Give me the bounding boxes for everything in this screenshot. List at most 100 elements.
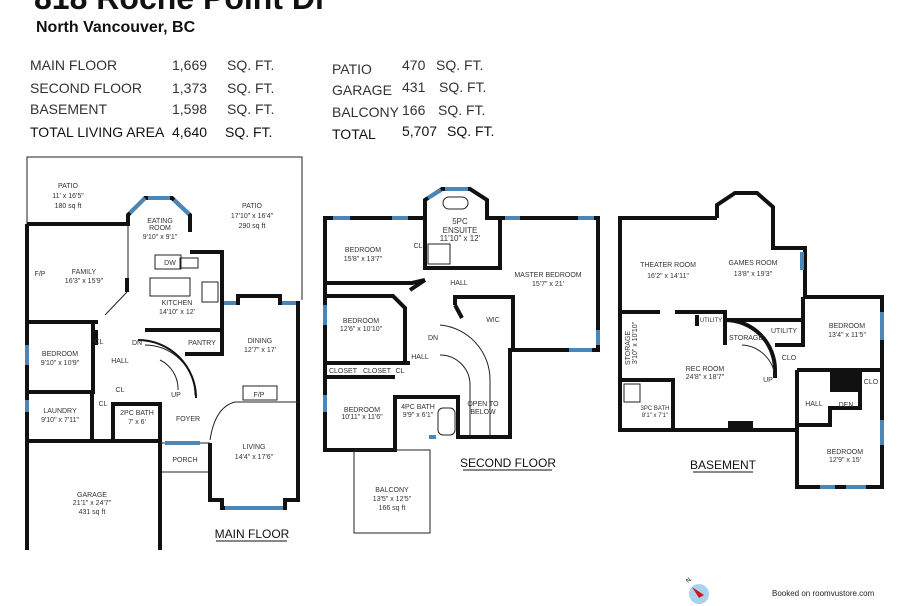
room-dims: 9'9" x 6'1": [403, 412, 434, 419]
room-dims: 12'6" x 10'10": [340, 326, 383, 333]
room-dims: 12'9" x 15': [829, 457, 861, 464]
room-name: LAUNDRY: [43, 408, 77, 415]
second-floor-labels: BEDROOM 15'8" x 13'7" 5PC ENSUITE 11'10"…: [329, 217, 582, 512]
property-address: 818 Roche Point Dr: [34, 0, 327, 17]
room-name: BEDROOM: [829, 323, 865, 330]
main-floor-labels: PATIO 11' x 16'5" 180 sq ft PATIO 17'10"…: [35, 183, 290, 542]
utility-label: UTILITY: [700, 318, 722, 324]
room-dims: 14'10" x 12': [159, 309, 195, 316]
den-label: DEN: [839, 402, 854, 409]
room-dims: 24'8" x 18'7": [686, 374, 725, 381]
area-unit: SQ. FT.: [447, 123, 495, 139]
room-name: BEDROOM: [345, 247, 381, 254]
room-name: THEATER ROOM: [640, 262, 696, 269]
basement-plan: [618, 191, 884, 489]
open-to-below-label: BELOW: [470, 409, 496, 416]
area-label: MAIN FLOOR: [30, 57, 118, 73]
room-dims: 11'10" x 12': [440, 234, 481, 243]
room-name: 4PC BATH: [401, 404, 435, 411]
stairs-up-label: UP: [171, 392, 181, 399]
utility-label: UTILITY: [771, 328, 797, 335]
room-name: LIVING: [243, 444, 266, 451]
area-value: 166: [402, 102, 426, 118]
room-name: ENSUITE: [443, 226, 478, 235]
room-name: DINING: [248, 338, 273, 345]
hall-label: HALL: [111, 358, 129, 365]
area-unit: SQ. FT.: [227, 80, 275, 96]
room-dims: 12'7" x 17': [244, 347, 276, 354]
area-value: 470: [402, 57, 426, 73]
room-dims: 15'8" x 13'7": [344, 256, 383, 263]
room-name: PATIO: [242, 203, 263, 210]
room-name: MASTER BEDROOM: [514, 272, 581, 279]
room-dims: 9'10" x 7'11": [41, 417, 79, 424]
storage-label: STORAGE: [729, 335, 763, 342]
fireplace-label: F/P: [254, 392, 265, 399]
room-dims: 13'4" x 11'5": [828, 332, 866, 339]
property-city: North Vancouver, BC: [36, 19, 196, 36]
room-dims: 15'7" x 21': [532, 281, 564, 288]
floor-title: SECOND FLOOR: [460, 456, 556, 470]
room-area: 180 sq ft: [55, 203, 82, 210]
porch-label: PORCH: [172, 457, 197, 464]
room-dims: 7' x 6': [128, 419, 146, 426]
room-name: STORAGE: [625, 331, 632, 365]
area-label: SECOND FLOOR: [30, 80, 143, 96]
room-dims: 17'10" x 16'4": [231, 213, 274, 220]
room-dims: 13'5" x 12'5": [373, 496, 412, 503]
room-name: BEDROOM: [344, 407, 380, 414]
room-name: PATIO: [58, 183, 79, 190]
closet-label: CL: [95, 339, 104, 346]
fireplace-label: F/P: [35, 271, 46, 278]
area-unit: SQ. FT.: [436, 57, 484, 73]
area-value: 431: [402, 79, 426, 95]
room-name: BALCONY: [375, 487, 409, 494]
area-label: TOTAL: [332, 126, 376, 142]
room-dims: 3'10" x 10'10": [632, 321, 639, 364]
room-dims: 9'10" x 9'1": [143, 234, 178, 241]
stairs-down-label: DN: [132, 340, 142, 347]
room-name: GARAGE: [77, 492, 107, 499]
area-value: 4,640: [172, 124, 208, 140]
floor-title: MAIN FLOOR: [215, 527, 290, 541]
area-value: 1,669: [172, 57, 208, 73]
room-area: 431 sq ft: [79, 509, 106, 516]
room-area: 166 sq ft: [379, 505, 406, 512]
stairs-down-label: DN: [428, 335, 438, 342]
area-value: 1,598: [172, 101, 208, 117]
room-name: GAMES ROOM: [728, 260, 777, 267]
stairs-up-label: UP: [763, 377, 773, 384]
area-value: 1,373: [172, 80, 208, 96]
room-dims: 21'1" x 24'7": [73, 500, 112, 507]
room-dims: 16'2" x 14'11": [647, 273, 689, 280]
room-name: 2PC BATH: [120, 410, 154, 417]
closet-label: CLO: [864, 379, 879, 386]
closet-label: CLOSET: [329, 368, 358, 375]
room-dims: 9'10" x 10'9": [41, 360, 80, 367]
room-dims: 10'11" x 11'6": [341, 414, 383, 421]
area-label: BALCONY: [332, 104, 399, 120]
open-to-below-label: OPEN TO: [467, 401, 499, 408]
area-unit: SQ. FT.: [439, 79, 487, 95]
room-area: 290 sq ft: [239, 223, 266, 230]
room-name: BEDROOM: [343, 318, 379, 325]
room-dims: 11' x 16'5": [52, 193, 84, 200]
area-unit: SQ. FT.: [438, 102, 486, 118]
room-dims: 14'4" x 17'6": [235, 454, 274, 461]
north-label: N: [685, 577, 692, 584]
area-unit: SQ. FT.: [225, 124, 273, 140]
area-unit: SQ. FT.: [227, 101, 275, 117]
hall-label: HALL: [411, 354, 429, 361]
closet-label: CL: [414, 243, 423, 250]
room-dims: 13'8" x 19'3": [734, 271, 773, 278]
room-name: KITCHEN: [162, 300, 193, 307]
area-value: 5,707: [402, 123, 438, 139]
room-name: ROOM: [149, 225, 171, 232]
footer-credit: Booked on roomvustore.com: [772, 589, 875, 598]
room-dims: 16'3" x 15'9": [65, 278, 104, 285]
area-label: TOTAL LIVING AREA: [30, 124, 165, 140]
closet-label: CL: [396, 368, 405, 375]
hall-label: HALL: [805, 401, 823, 408]
wic-label: WIC: [486, 317, 500, 324]
